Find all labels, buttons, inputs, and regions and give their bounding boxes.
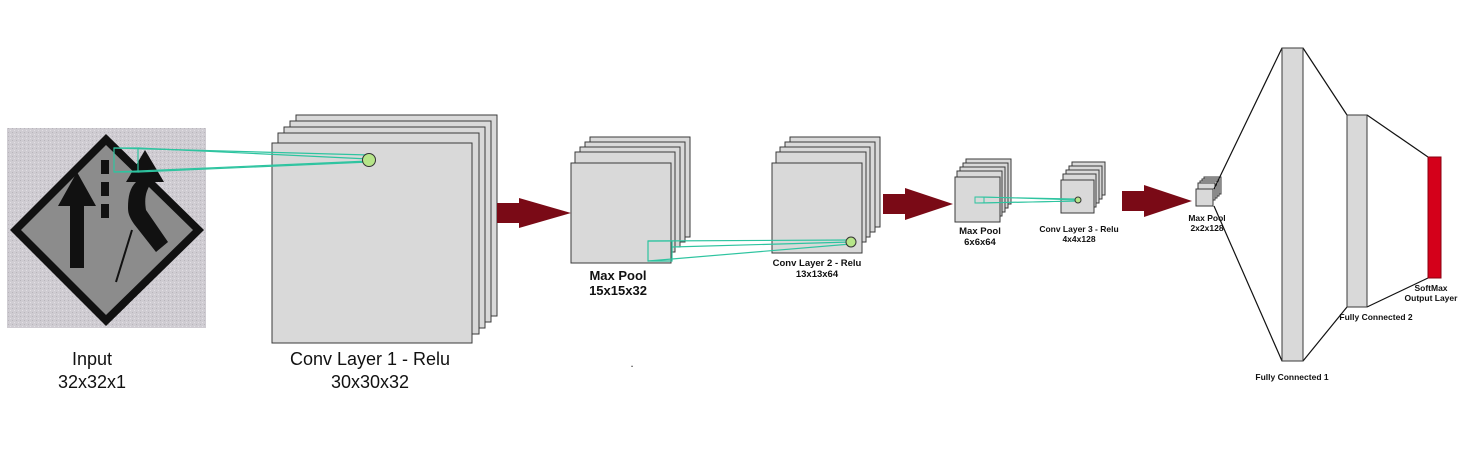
fc-connections <box>1213 47 1429 362</box>
pool3-stack <box>1195 176 1222 207</box>
input-image <box>7 128 206 328</box>
fc1-name: Fully Connected 1 <box>1255 372 1329 382</box>
pool1-dims: 15x15x32 <box>589 283 647 298</box>
fc2-layer <box>1346 114 1368 308</box>
conv3-name: Conv Layer 3 - Relu <box>1039 224 1119 234</box>
flow-arrow-2 <box>883 188 953 220</box>
conv2-label: Conv Layer 2 - Relu 13x13x64 <box>762 258 872 280</box>
fc2-label: Fully Connected 2 <box>1326 312 1426 322</box>
pool3-dims: 2x2x128 <box>1190 223 1224 233</box>
pool2-stack <box>954 158 1012 223</box>
pool1-label: Max Pool 15x15x32 <box>563 268 673 298</box>
receptive-field-1 <box>113 147 376 173</box>
neuron-1 <box>362 153 376 167</box>
conv1-stack <box>271 114 498 344</box>
conv3-label: Conv Layer 3 - Relu 4x4x128 <box>1034 224 1124 244</box>
conv3-dims: 4x4x128 <box>1062 234 1096 244</box>
pool2-dims: 6x6x64 <box>964 237 996 248</box>
flow-arrow-1 <box>497 198 571 228</box>
receptive-field-3 <box>974 196 1082 204</box>
input-label: Input 32x32x1 <box>42 348 142 394</box>
softmax-name: SoftMax <box>1414 283 1448 293</box>
pool3-name: Max Pool <box>1188 213 1226 223</box>
conv1-label: Conv Layer 1 - Relu 30x30x32 <box>270 348 470 394</box>
pool1-name: Max Pool <box>589 268 647 283</box>
conv1-name: Conv Layer 1 - Relu <box>289 349 451 369</box>
pool2-label: Max Pool 6x6x64 <box>940 226 1020 248</box>
pool2-name: Max Pool <box>959 226 1001 237</box>
neuron-3 <box>1074 196 1082 204</box>
conv1-dims: 30x30x32 <box>330 372 410 392</box>
fc1-layer <box>1281 47 1304 362</box>
stray-dot: . <box>630 356 634 370</box>
pool1-stack <box>570 136 691 264</box>
receptive-field-2 <box>647 236 857 262</box>
softmax-subname: Output Layer <box>1404 293 1458 303</box>
neuron-2 <box>845 236 857 248</box>
conv2-dims: 13x13x64 <box>795 269 839 280</box>
softmax-layer <box>1427 156 1442 279</box>
conv3-stack <box>1060 161 1106 214</box>
conv2-name: Conv Layer 2 - Relu <box>772 258 862 269</box>
input-dims: 32x32x1 <box>57 372 127 392</box>
input-name: Input <box>71 349 113 369</box>
conv2-stack <box>771 136 881 254</box>
fc1-label: Fully Connected 1 <box>1242 372 1342 382</box>
flow-arrow-3 <box>1122 185 1192 217</box>
pool3-label: Max Pool 2x2x128 <box>1177 213 1237 233</box>
fc2-name: Fully Connected 2 <box>1339 312 1413 322</box>
softmax-label: SoftMax Output Layer <box>1400 283 1462 303</box>
